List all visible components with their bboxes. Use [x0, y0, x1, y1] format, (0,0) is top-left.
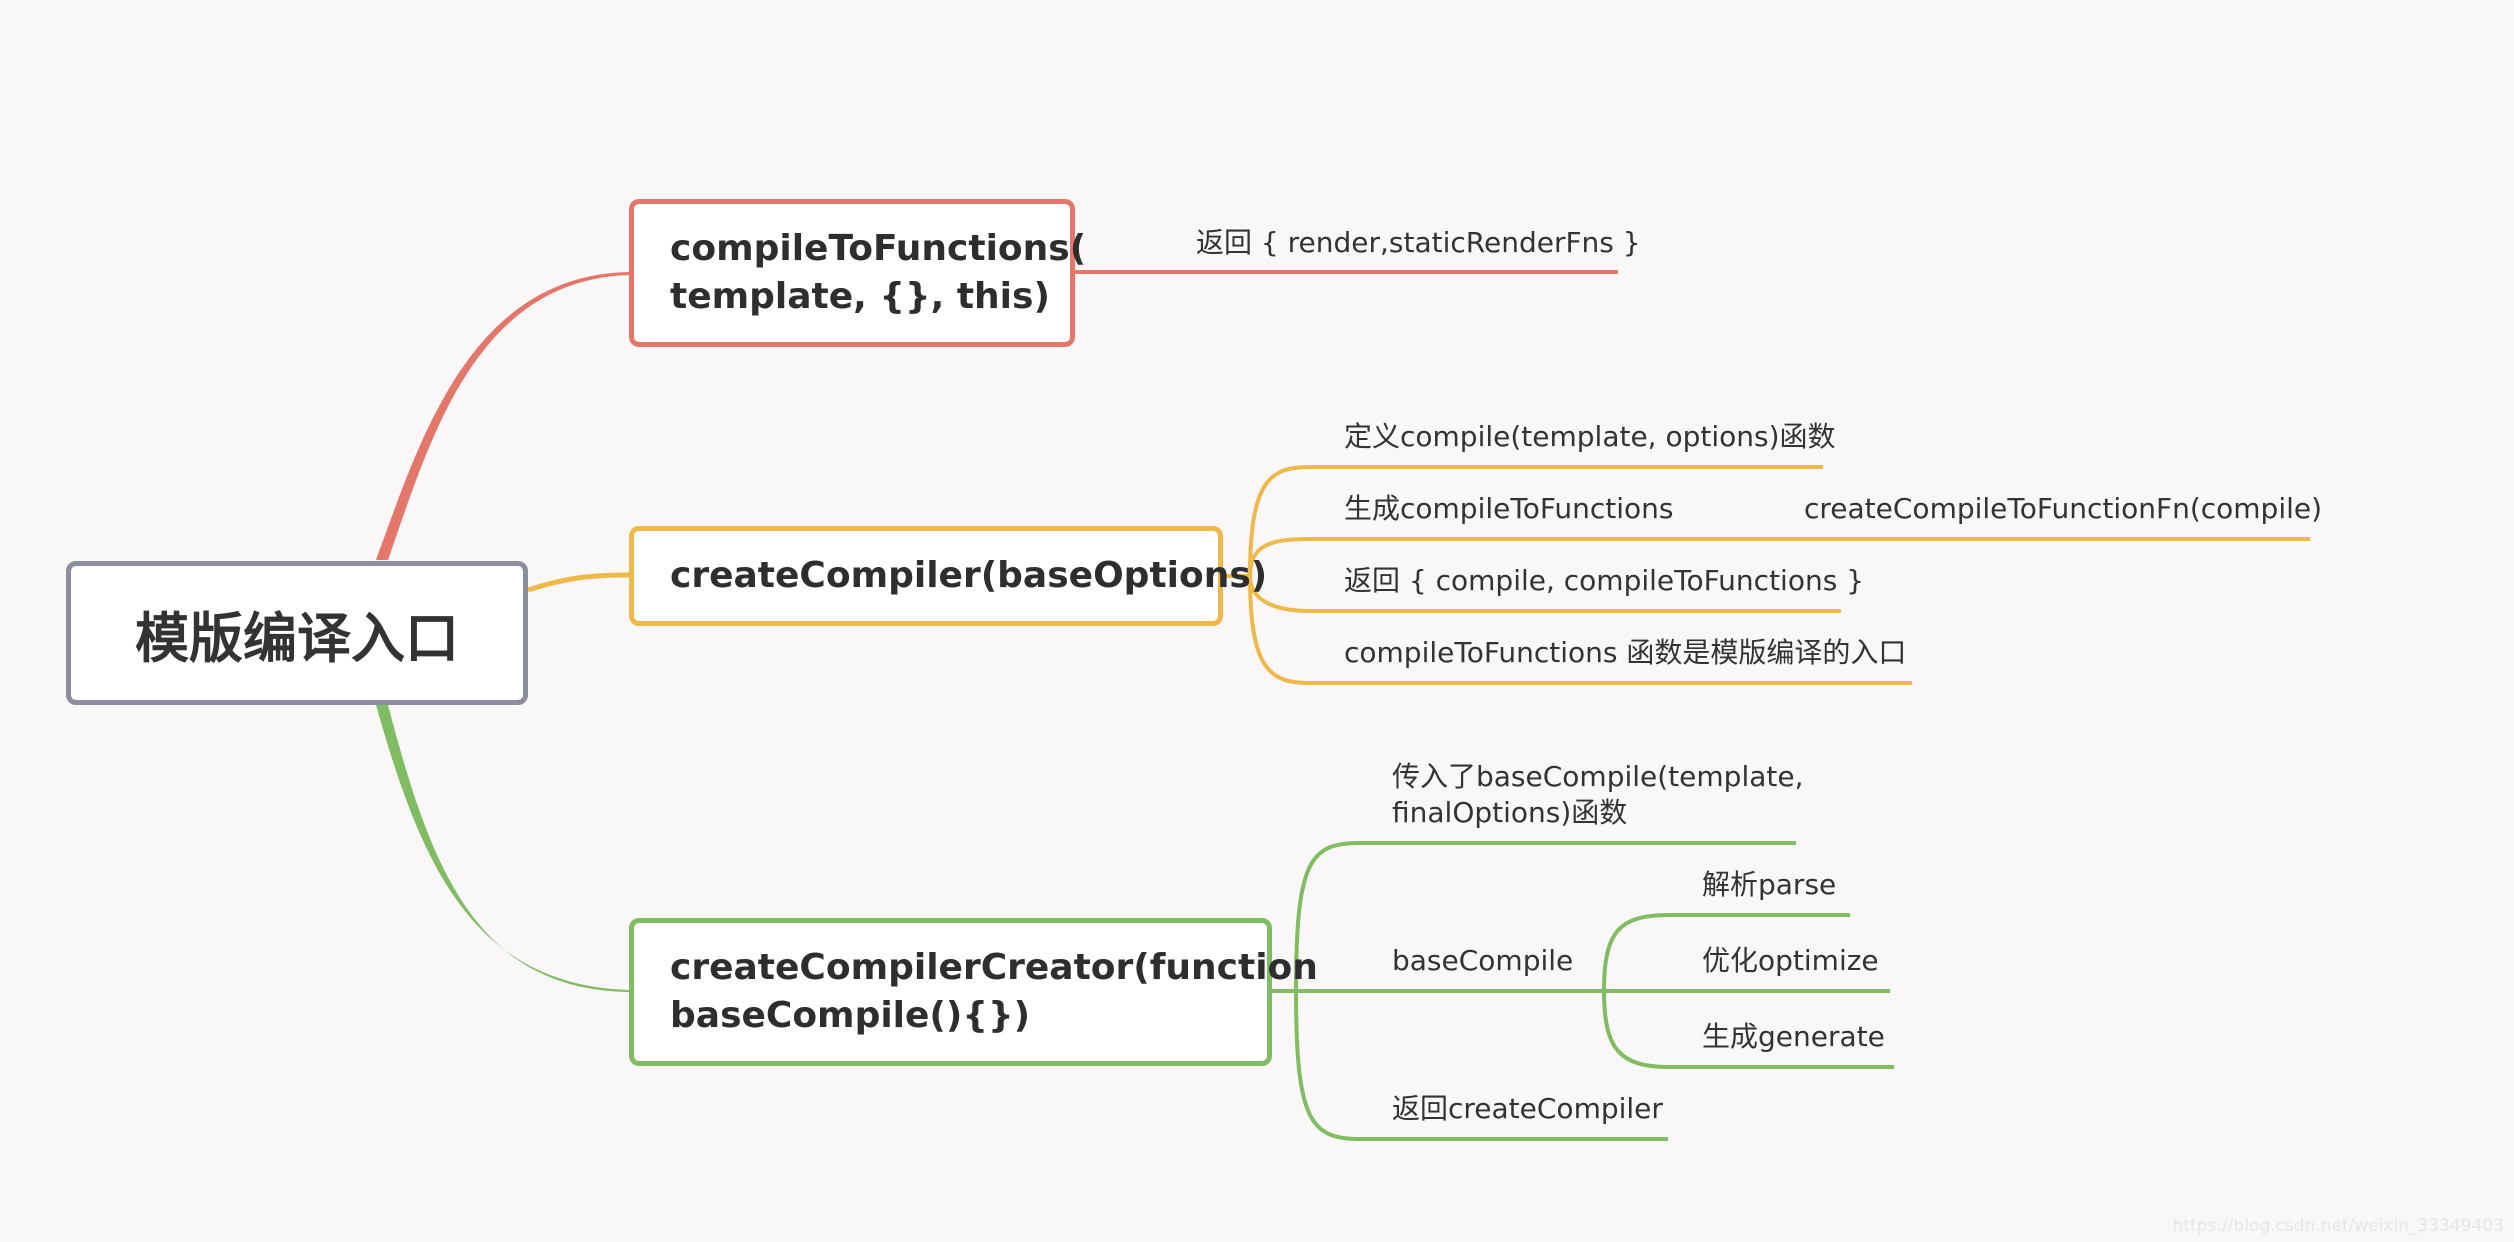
central-topic[interactable]: 模版编译入口: [66, 561, 528, 705]
topic-create-compiler-creator[interactable]: createCompilerCreator(function baseCompi…: [629, 918, 1318, 1066]
root-to-topic-2-connector: [527, 572, 630, 593]
subtopic-pass-base-compile[interactable]: 传入了baseCompile(template, finalOptions)函数: [1392, 759, 1803, 831]
topic-3-child-lines: [1272, 841, 1894, 1141]
topic-label-line: template, {}, this): [670, 276, 1050, 317]
subtopic-optimize[interactable]: 优化optimize: [1702, 944, 1879, 977]
subtopic-return-compile[interactable]: 返回 { compile, compileToFunctions }: [1344, 564, 1865, 597]
subtopic-return-create-compiler[interactable]: 返回createCompiler: [1392, 1092, 1663, 1125]
subtopic-create-compile-to-function-fn[interactable]: createCompileToFunctionFn(compile): [1804, 492, 2323, 525]
subtopic-generate-compile-to-functions[interactable]: 生成compileToFunctions: [1344, 492, 1674, 525]
topic-label: compileToFunctions( template, {}, this): [670, 225, 1086, 321]
watermark: https://blog.csdn.net/weixin_33349403: [2172, 1216, 2504, 1236]
subtopic-label-line: 传入了baseCompile(template,: [1392, 760, 1804, 793]
topic-create-compiler[interactable]: createCompiler(baseOptions): [629, 526, 1267, 626]
topic-compile-to-functions[interactable]: compileToFunctions( template, {}, this): [629, 199, 1086, 347]
topic-label: createCompiler(baseOptions): [670, 555, 1268, 596]
subtopic-parse[interactable]: 解析parse: [1702, 868, 1837, 901]
topic-2-child-lines: [1223, 465, 2310, 685]
subtopic-define-compile[interactable]: 定义compile(template, options)函数: [1344, 420, 1836, 453]
topic-label-line: compileToFunctions(: [670, 228, 1087, 269]
root-to-topic-3-connector: [376, 705, 629, 992]
topic-label-line: baseCompile(){}): [670, 995, 1031, 1036]
topic-label-line: createCompilerCreator(function: [670, 947, 1318, 988]
subtopic-base-compile[interactable]: baseCompile: [1392, 944, 1574, 977]
subtopic-return-render[interactable]: 返回 { render,staticRenderFns }: [1196, 226, 1641, 259]
subtopic-generate[interactable]: 生成generate: [1702, 1020, 1885, 1053]
central-topic-label: 模版编译入口: [135, 606, 459, 670]
subtopic-compile-to-functions-entry[interactable]: compileToFunctions 函数是模版编译的入口: [1344, 636, 1907, 669]
subtopic-label-line: finalOptions)函数: [1392, 796, 1628, 829]
topic-label: createCompilerCreator(function baseCompi…: [670, 944, 1318, 1040]
root-to-topic-1-connector: [376, 272, 629, 560]
